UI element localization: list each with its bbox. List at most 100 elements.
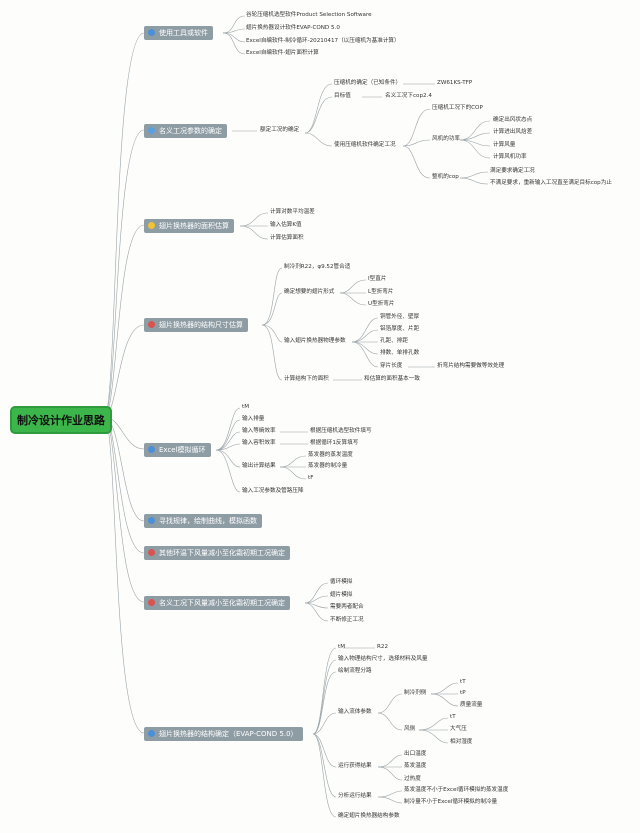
excel-input[interactable]: 输入等熵效率 (242, 428, 276, 434)
mountain-icon (148, 548, 155, 556)
fin-type[interactable]: I型直片 (368, 276, 387, 282)
topic-label: Excel模拟循环 (159, 446, 206, 454)
fan-step[interactable]: 计算风量 (493, 142, 516, 148)
cop-result[interactable]: 不满足要求，重新输入工况直至满足目标cop为止 (490, 180, 612, 186)
document-icon (148, 126, 155, 134)
topic-rated-conditions[interactable]: 名义工况参数的确定 (144, 124, 227, 138)
topic-label: 翅片换热器的结构尺寸估算 (159, 321, 243, 329)
fin-type[interactable]: L型折弯片 (368, 289, 394, 295)
evap-step[interactable]: 输入物理结构尺寸，选择材料及风量 (338, 656, 428, 662)
area-step[interactable]: 计算对数平均温差 (270, 209, 315, 215)
fan-step[interactable]: 计算风机功率 (493, 154, 527, 160)
mountain-icon (148, 320, 155, 328)
physical-params-node[interactable]: 输入翅片换热器物理参数 (284, 338, 346, 344)
topic-structure-estimate[interactable]: 翅片换热器的结构尺寸估算 (144, 318, 248, 332)
fan-step[interactable]: 计算进出风焓差 (493, 129, 533, 135)
excel-output[interactable]: 蒸发器的制冷量 (308, 463, 348, 469)
tuning-step[interactable]: 需要两者配合 (330, 604, 364, 610)
run-result[interactable]: 过热度 (404, 776, 421, 782)
topic-label: 其他环温下风量减小至化霜初期工况确定 (159, 549, 285, 557)
evap-step-value[interactable]: R22 (377, 644, 389, 650)
tool-item[interactable]: 翅片换热器设计软件EVAP-COND 5.0 (246, 25, 340, 31)
home-icon (148, 729, 155, 737)
excel-output[interactable]: tF (308, 475, 314, 481)
topic-label: 使用工具或软件 (159, 29, 208, 37)
home-icon (148, 445, 155, 453)
tool-item[interactable]: Excel自编软件-制冷循环-20210417（以压缩机为基准计算） (246, 38, 400, 44)
refrigerant-node[interactable]: 制冷剂R22，φ9.52管合适 (284, 264, 351, 270)
compressor-node[interactable]: 压缩机的确定（已知条件） (334, 80, 402, 86)
fan-step[interactable]: 确定出风状态点 (493, 117, 533, 123)
topic-label: 名义工况参数的确定 (159, 127, 222, 135)
analysis-result[interactable]: 蒸发温度不小于Excel循环模拟的蒸发温度 (404, 787, 509, 793)
excel-input[interactable]: 输入容积效率 (242, 440, 276, 446)
evap-step[interactable]: 运行获得结果 (338, 763, 372, 769)
physical-param[interactable]: 铜管外径、壁厚 (380, 314, 420, 320)
topic-tools[interactable]: 使用工具或软件 (144, 26, 213, 40)
topic-area-estimate[interactable]: 翅片换热器的面积估算 (144, 219, 234, 233)
air-side-param[interactable]: 相对湿度 (450, 739, 473, 745)
topic-label: 寻找规律，绘制曲线，模拟函数 (159, 517, 257, 525)
refrigerant-side-param[interactable]: tP (460, 690, 466, 696)
excel-output[interactable]: 蒸发器的蒸发温度 (308, 452, 353, 458)
topic-label: 翅片换热器的结构确定（EVAP-COND 5.0） (159, 730, 298, 738)
cop-result[interactable]: 满足要求确定工况 (490, 168, 535, 174)
home-icon (148, 516, 155, 524)
lightbulb-icon (148, 221, 155, 229)
topic-label: 翅片换热器的面积估算 (159, 222, 229, 230)
topic-excel-cycle[interactable]: Excel模拟循环 (144, 443, 211, 457)
physical-param[interactable]: 排数、单排孔数 (380, 350, 420, 356)
target-node[interactable]: 目标值 (334, 93, 351, 99)
fin-type[interactable]: U型折弯片 (368, 301, 395, 307)
compressor-model[interactable]: ZW61KS-TFP (437, 80, 473, 86)
bent-fin-note[interactable]: 折弯片结构需要做等效处理 (437, 363, 505, 369)
tool-item[interactable]: 谷轮压缩机选型软件Product Selection Software (246, 12, 372, 18)
refrigerant-side-param[interactable]: 质量流量 (460, 702, 483, 708)
topic-other-ambient[interactable]: 其他环温下风量减小至化霜初期工况确定 (144, 546, 290, 560)
excel-input[interactable]: 输入工况参数及管路压降 (242, 488, 304, 494)
rated-condition-node[interactable]: 额定工况的确定 (260, 127, 300, 133)
evap-step[interactable]: 输入流体参数 (338, 709, 372, 715)
refrigerant-side-node[interactable]: 制冷剂侧 (404, 690, 427, 696)
refrigerant-side-param[interactable]: tT (460, 679, 466, 685)
excel-input-note[interactable]: 根据压缩机选型软件填写 (310, 428, 372, 434)
fan-power-node[interactable]: 风机的功率 (432, 136, 460, 142)
evap-step[interactable]: tM (338, 644, 346, 650)
root-node[interactable]: 制冷设计作业思路 (10, 406, 112, 434)
excel-output-node[interactable]: 输出计算结果 (242, 463, 276, 469)
air-side-node[interactable]: 风侧 (404, 726, 416, 732)
topic-rated-airflow[interactable]: 名义工况下风量减小至化霜初期工况确定 (144, 596, 290, 610)
evap-step[interactable]: 分析运行结果 (338, 793, 372, 799)
excel-input[interactable]: tM (242, 404, 250, 410)
evap-step[interactable]: 绘制流程分路 (338, 668, 372, 674)
compressor-cop-node[interactable]: 压缩机工况下的COP (432, 105, 483, 111)
area-step[interactable]: 计算估算面积 (270, 235, 304, 241)
structure-area-node[interactable]: 计算结构下的面积 (284, 376, 329, 382)
air-side-param[interactable]: tT (450, 714, 456, 720)
home-icon (148, 28, 155, 36)
analysis-result[interactable]: 制冷量不小于Excel循环模拟的制冷量 (404, 799, 498, 805)
run-result[interactable]: 出口温度 (404, 751, 427, 757)
physical-param[interactable]: 铝箔厚度、片距 (380, 326, 420, 332)
mountain-icon (148, 598, 155, 606)
fin-type-node[interactable]: 确定想要的翅片形式 (284, 289, 335, 295)
unit-cop-node[interactable]: 整机的cop (432, 174, 459, 180)
target-value[interactable]: 名义工况下cop2.4 (385, 93, 432, 99)
physical-param[interactable]: 孔距、排距 (380, 338, 408, 344)
structure-area-result[interactable]: 和估算的面积基本一致 (364, 376, 420, 382)
topic-label: 名义工况下风量减小至化霜初期工况确定 (159, 599, 285, 607)
tuning-step[interactable]: 翅片模拟 (330, 592, 353, 598)
run-result[interactable]: 蒸发温度 (404, 763, 427, 769)
excel-input-note[interactable]: 根据循环1反算填写 (310, 440, 359, 446)
physical-param[interactable]: 穿片长度 (380, 363, 403, 369)
tuning-step[interactable]: 循环模拟 (330, 579, 353, 585)
excel-input[interactable]: 输入排量 (242, 416, 265, 422)
software-condition-node[interactable]: 使用压缩机软件确定工况 (334, 142, 396, 148)
area-step[interactable]: 输入估算K值 (270, 222, 302, 228)
topic-curve-fitting[interactable]: 寻找规律，绘制曲线，模拟函数 (144, 514, 262, 528)
evap-step[interactable]: 确定翅片换热器结构参数 (338, 813, 400, 819)
tuning-step[interactable]: 不断修正工况 (330, 617, 364, 623)
air-side-param[interactable]: 大气压 (450, 726, 467, 732)
tool-item[interactable]: Excel自编软件-翅片面积计算 (246, 50, 319, 56)
topic-evap-cond[interactable]: 翅片换热器的结构确定（EVAP-COND 5.0） (144, 727, 303, 741)
